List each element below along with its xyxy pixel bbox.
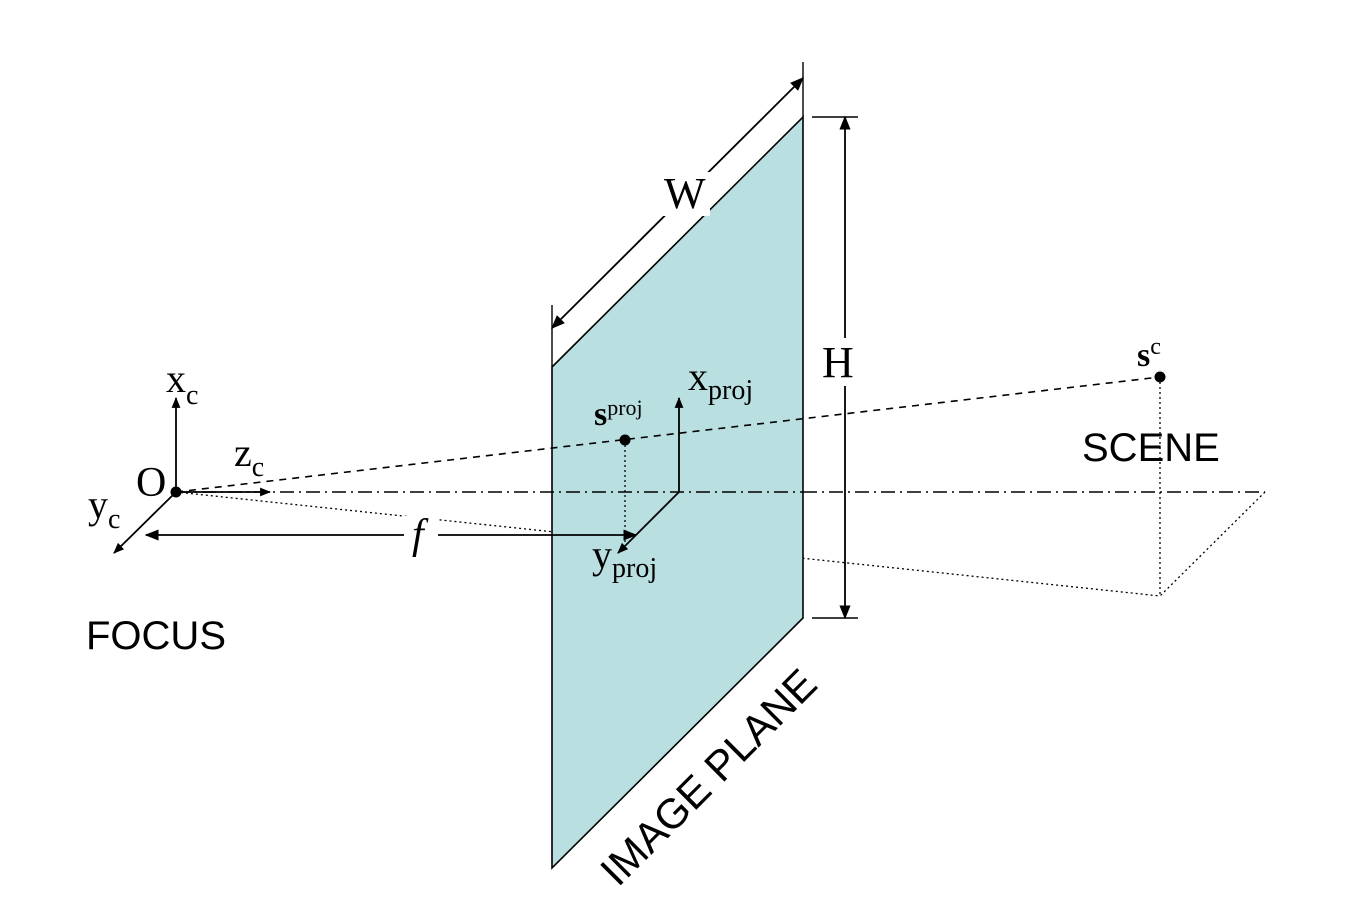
height-label-bg (818, 338, 870, 386)
s-c-point (1154, 371, 1166, 383)
y-proj-label: yproj (592, 532, 657, 584)
y-proj-axis (617, 491, 680, 554)
width-label-bg (660, 172, 710, 216)
focus-label: FOCUS (86, 614, 226, 658)
origin-label: O (136, 460, 166, 506)
width-label: W (664, 169, 706, 218)
projection-ray (175, 376, 1161, 493)
focal-label-bg (404, 516, 438, 552)
s-proj-point (619, 434, 631, 446)
x-c-label: xc (166, 356, 198, 411)
height-label: H (822, 338, 854, 387)
z-c-label: zc (234, 430, 264, 483)
scene-ground-edge (1159, 491, 1266, 597)
y-c-label: yc (88, 482, 120, 535)
x-proj-label: xproj (688, 354, 753, 406)
s-proj-label: sproj (594, 395, 643, 433)
y-c-axis (113, 491, 177, 554)
s-c-label: sc (1137, 334, 1161, 374)
scene-label: SCENE (1082, 426, 1220, 470)
origin-point (170, 486, 182, 498)
